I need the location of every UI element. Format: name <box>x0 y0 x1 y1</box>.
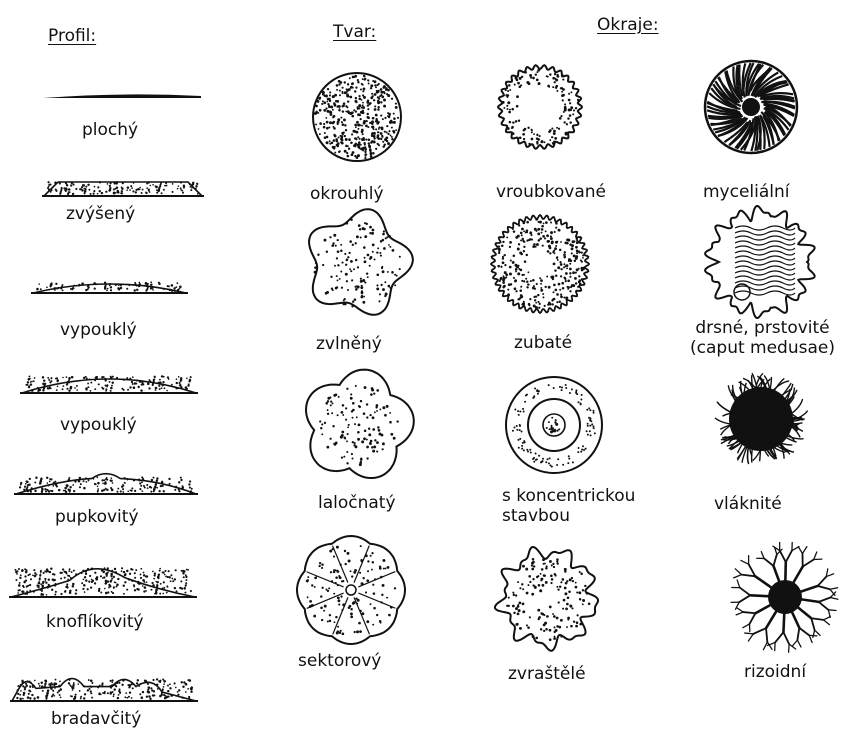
shape-okrouhly <box>313 73 401 161</box>
profile-plochy <box>43 94 201 98</box>
label-shape-okrouhly: okrouhlý <box>310 184 384 204</box>
label-edge-vroubkovane: vroubkované <box>496 182 606 202</box>
shape-lalocnaty <box>306 370 414 478</box>
edge-mycelialni <box>705 61 797 153</box>
edge-drsne <box>705 206 815 318</box>
shape-sektorovy <box>297 536 405 644</box>
header-edges: Okraje: <box>597 15 659 35</box>
label-profile-pupkovity: pupkovitý <box>55 507 139 527</box>
edge-rizoidni <box>731 542 838 652</box>
shape-illustrations <box>297 73 414 644</box>
header-profile: Profil: <box>48 26 96 46</box>
profile-bradavcity <box>10 678 198 701</box>
shape-zvlneny <box>309 209 413 315</box>
label-shape-zvlneny: zvlněný <box>316 334 382 354</box>
profile-knoflikovity <box>9 567 197 597</box>
label-profile-zvyseny: zvýšený <box>66 204 135 224</box>
label-profile-vypoukly-2: vypouklý <box>60 415 137 435</box>
label-edge-drsne: drsné, prstovité (caput medusae) <box>690 318 835 358</box>
label-profile-vypoukly-1: vypouklý <box>60 320 137 340</box>
edge-zubate <box>491 215 589 313</box>
label-profile-bradavcity: bradavčitý <box>51 709 141 729</box>
edge-illustrations-left <box>491 65 602 651</box>
profile-pupkovity <box>14 474 198 494</box>
label-shape-sektorovy: sektorový <box>298 651 381 671</box>
label-profile-knoflikovity: knoflíkovitý <box>46 612 144 632</box>
label-edge-mycelialni: myceliální <box>703 182 790 202</box>
edge-vroubkovane <box>498 65 582 149</box>
edge-zvrastele <box>495 547 598 651</box>
label-edge-rizoidni: rizoidní <box>744 662 806 682</box>
label-edge-vlaknite: vláknité <box>714 494 782 514</box>
label-edge-zubate: zubaté <box>514 333 572 353</box>
profile-vypoukly-2 <box>20 375 198 393</box>
label-shape-lalocnaty: laločnatý <box>318 493 396 513</box>
edge-koncentricka <box>506 377 602 473</box>
label-profile-plochy: plochý <box>82 120 138 140</box>
profile-zvyseny <box>42 181 204 196</box>
profile-illustrations <box>9 94 204 701</box>
edge-vlaknite <box>715 373 808 464</box>
label-edge-zvrastele: zvraštělé <box>508 664 586 684</box>
profile-vypoukly-1 <box>31 281 188 293</box>
header-shape: Tvar: <box>333 22 376 42</box>
label-edge-koncentricka: s koncentrickou stavbou <box>502 486 635 526</box>
